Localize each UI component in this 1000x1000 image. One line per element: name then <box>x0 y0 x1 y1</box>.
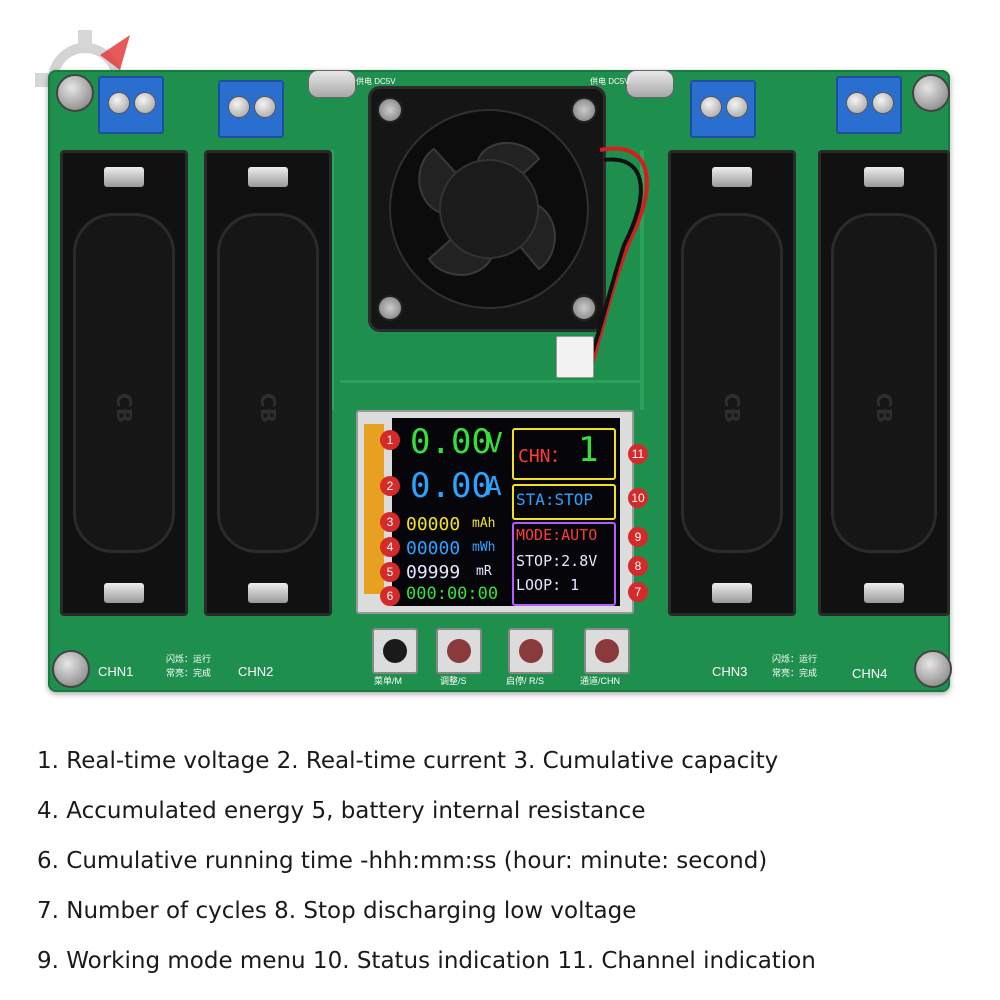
menu-button[interactable] <box>372 628 418 674</box>
channel-label-1: CHN1 <box>98 664 134 679</box>
fan-wires <box>590 146 649 371</box>
pcb-trace <box>340 380 640 383</box>
settings-box <box>512 522 616 606</box>
resistance-value: 09999 <box>406 562 461 583</box>
screw-terminal-3 <box>690 80 756 138</box>
channel-label-3: CHN3 <box>712 664 748 679</box>
resistance-unit: mR <box>476 564 492 579</box>
badge-2: 2 <box>380 476 400 496</box>
battery-holder-1: CB <box>60 150 188 616</box>
pcb-trace <box>330 150 334 410</box>
battery-holder-2: CB <box>204 150 332 616</box>
legend-line-4: 7. Number of cycles 8. Stop discharging … <box>37 898 637 924</box>
power-label-left: 供电 DC5V <box>356 77 396 86</box>
mount-screw <box>914 650 952 688</box>
voltage-unit: V <box>486 426 503 459</box>
channel-button-label: 通道/CHN <box>580 676 620 686</box>
led-note-right-1: 闪烁：运行 <box>772 654 818 664</box>
lcd-display: 0.00 V 0.00 A 00000 mAh 00000 mWh 09999 … <box>392 418 620 606</box>
mode-text: MODE:AUTO <box>516 526 598 544</box>
lcd-ribbon <box>364 424 384 594</box>
badge-10: 10 <box>628 488 648 508</box>
channel-label-2: CHN2 <box>238 664 274 679</box>
adjust-button-label: 调整/S <box>440 676 467 686</box>
mount-screw <box>52 650 90 688</box>
screw-terminal-1 <box>98 76 164 134</box>
legend-line-2: 4. Accumulated energy 5, battery interna… <box>37 798 646 824</box>
badge-1: 1 <box>380 430 400 450</box>
voltage-value: 0.00 <box>410 422 492 462</box>
led-note-right-2: 常亮：完成 <box>772 668 818 678</box>
mount-screw <box>56 74 94 112</box>
screw-terminal-2 <box>218 80 284 138</box>
adjust-button[interactable] <box>436 628 482 674</box>
badge-5: 5 <box>380 562 400 582</box>
capacity-value: 00000 <box>406 514 461 535</box>
channel-label: CHN： <box>518 446 569 467</box>
usb-c-port-left <box>308 70 356 98</box>
current-unit: A <box>486 472 502 502</box>
channel-label-4: CHN4 <box>852 666 888 681</box>
usb-c-port-right <box>626 70 674 98</box>
status-box <box>512 484 616 520</box>
channel-box <box>512 428 616 480</box>
badge-7: 7 <box>628 582 648 602</box>
pcb-trace <box>640 150 644 410</box>
status-text: STA:STOP <box>516 490 594 509</box>
cooling-fan <box>368 86 606 332</box>
power-label-right: 供电 DC5V <box>590 77 630 86</box>
badge-3: 3 <box>380 512 400 532</box>
badge-11: 11 <box>628 444 648 464</box>
legend-line-5: 9. Working mode menu 10. Status indicati… <box>37 948 816 974</box>
channel-button[interactable] <box>584 628 630 674</box>
capacity-unit: mAh <box>472 516 496 531</box>
battery-holder-4: CB <box>818 150 950 616</box>
screw-terminal-4 <box>836 76 902 134</box>
energy-value: 00000 <box>406 538 461 559</box>
mount-screw <box>912 74 950 112</box>
energy-unit: mWh <box>472 540 496 555</box>
fan-connector <box>556 336 594 378</box>
menu-button-label: 菜单/M <box>374 676 402 686</box>
time-value: 000:00:00 <box>406 584 499 604</box>
badge-6: 6 <box>380 586 400 606</box>
badge-4: 4 <box>380 537 400 557</box>
battery-holder-3: CB <box>668 150 796 616</box>
current-value: 0.00 <box>410 466 492 506</box>
led-note-left-1: 闪烁：运行 <box>166 654 212 664</box>
legend-line-1: 1. Real-time voltage 2. Real-time curren… <box>37 748 779 774</box>
stop-text: STOP:2.8V <box>516 552 598 570</box>
legend-line-3: 6. Cumulative running time -hhh:mm:ss (h… <box>37 848 768 874</box>
channel-value: 1 <box>578 430 599 470</box>
start-stop-button[interactable] <box>508 628 554 674</box>
loop-text: LOOP: 1 <box>516 576 580 594</box>
badge-8: 8 <box>628 556 648 576</box>
led-note-left-2: 常亮：完成 <box>166 668 212 678</box>
badge-9: 9 <box>628 527 648 547</box>
start-stop-button-label: 启停/ R/S <box>506 676 545 686</box>
